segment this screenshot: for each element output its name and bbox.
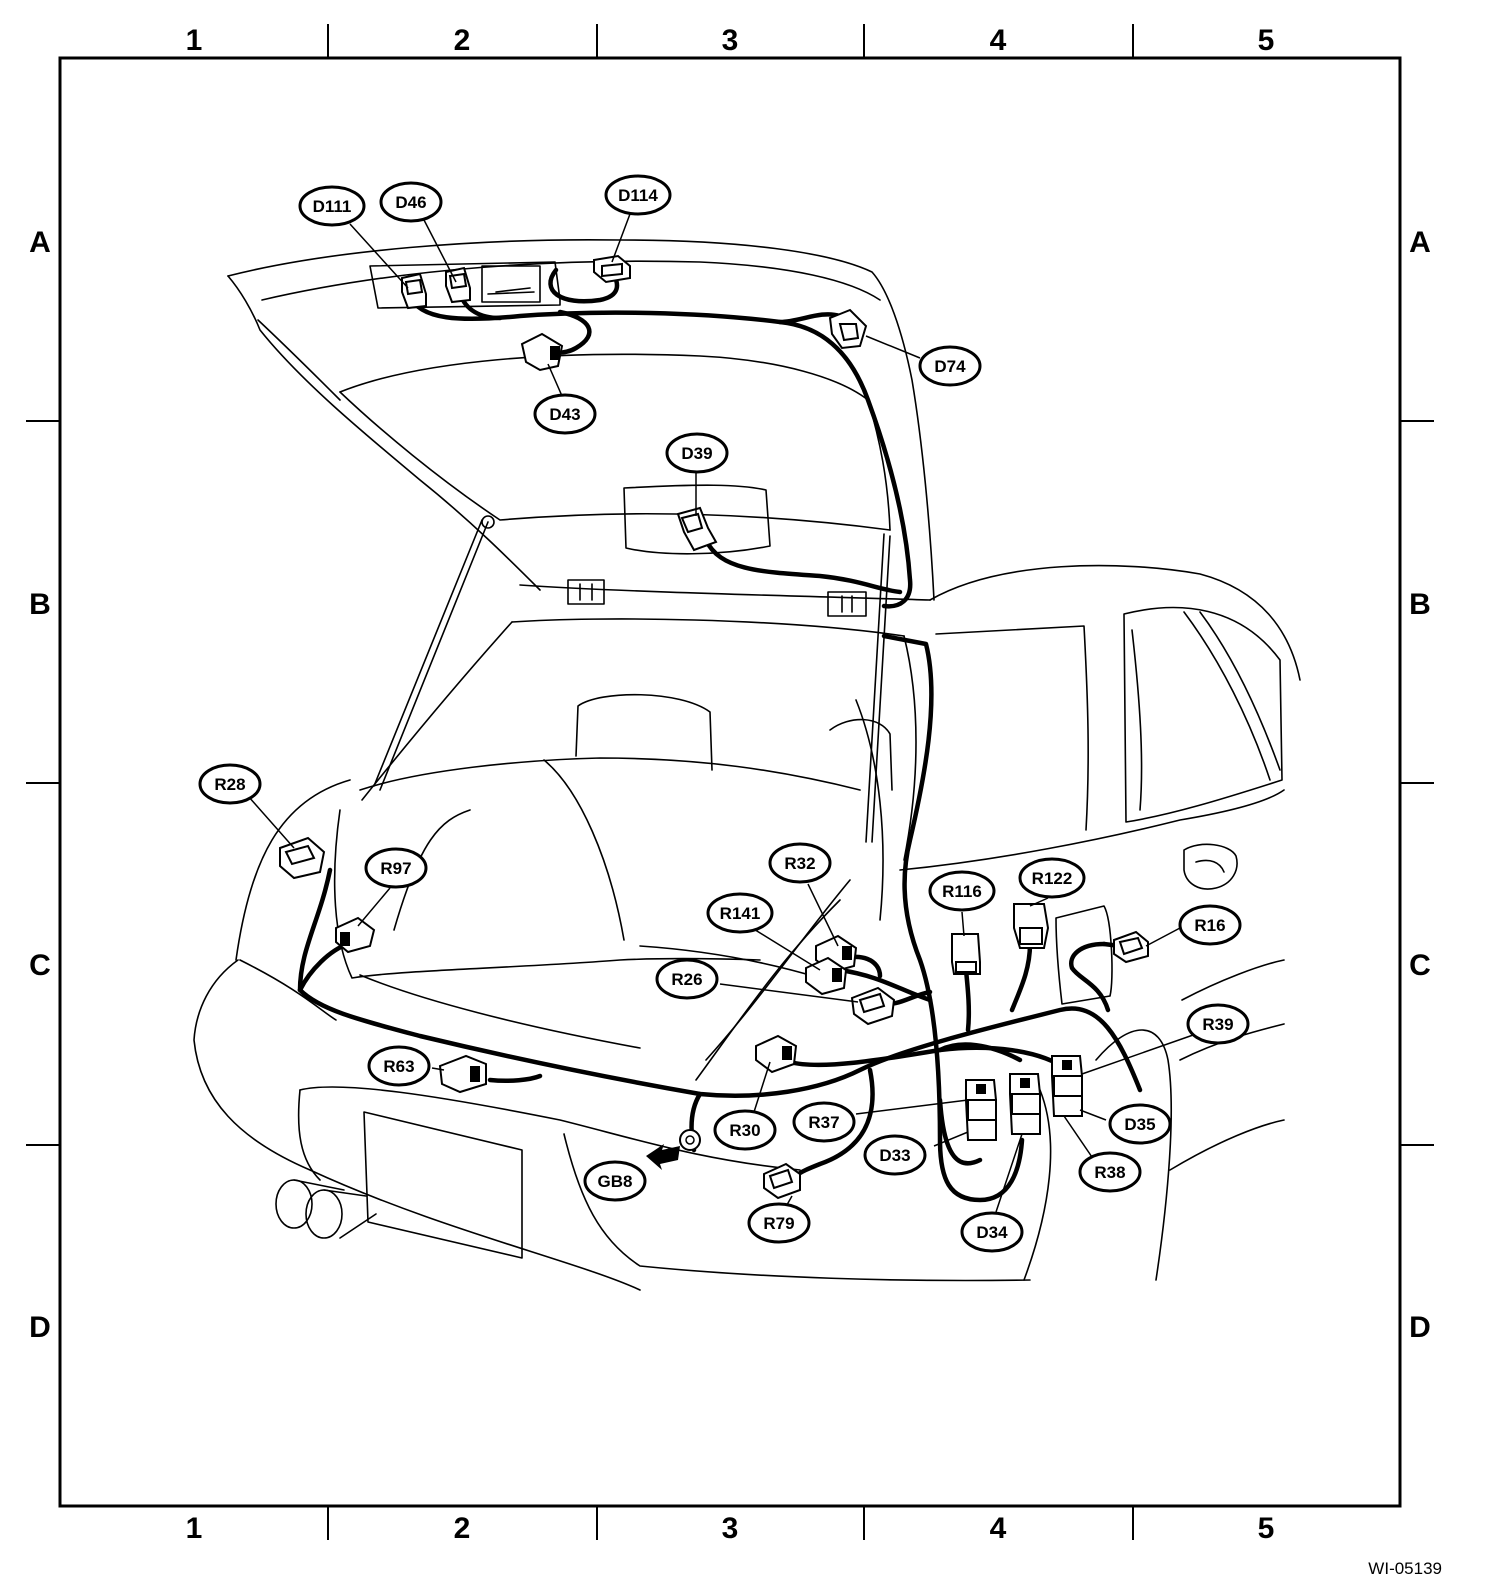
harness xyxy=(297,267,1143,1203)
callout-R16[interactable]: R16 xyxy=(1178,904,1242,946)
col-label: 1 xyxy=(186,1512,203,1545)
callout-R38[interactable]: R38 xyxy=(1078,1151,1142,1193)
row-label: D xyxy=(29,1311,51,1344)
svg-text:GB8: GB8 xyxy=(598,1172,633,1191)
svg-text:D39: D39 xyxy=(681,444,712,463)
callouts: D111 D46 D114 D74 D43 D39 R28 R97 R32 R1… xyxy=(198,174,1250,1253)
callout-D39[interactable]: D39 xyxy=(665,432,729,474)
col-label: 5 xyxy=(1258,1512,1275,1545)
svg-text:D111: D111 xyxy=(313,197,352,216)
col-label: 4 xyxy=(990,1512,1007,1545)
callout-R141[interactable]: R141 xyxy=(706,892,774,934)
row-label: D xyxy=(1409,1311,1431,1344)
col-label: 2 xyxy=(454,1512,471,1545)
callout-D46[interactable]: D46 xyxy=(379,181,443,223)
svg-text:R26: R26 xyxy=(671,970,702,989)
callout-R79[interactable]: R79 xyxy=(747,1202,811,1244)
connector-shapes xyxy=(279,254,1149,1200)
svg-text:D33: D33 xyxy=(879,1146,910,1165)
svg-text:R116: R116 xyxy=(942,882,982,901)
svg-text:R16: R16 xyxy=(1194,916,1225,935)
callout-GB8[interactable]: GB8 xyxy=(583,1160,647,1202)
callout-R37[interactable]: R37 xyxy=(792,1101,856,1143)
callout-D35[interactable]: D35 xyxy=(1108,1103,1172,1145)
row-label: B xyxy=(29,588,51,621)
row-label: A xyxy=(29,226,51,259)
svg-text:R63: R63 xyxy=(383,1057,414,1076)
svg-text:D43: D43 xyxy=(549,405,580,424)
svg-text:R28: R28 xyxy=(214,775,245,794)
svg-text:R97: R97 xyxy=(380,859,411,878)
drawing-id: WI-05139 xyxy=(1368,1559,1442,1578)
ground-arrow-icon xyxy=(646,1144,680,1170)
svg-text:R141: R141 xyxy=(720,904,761,923)
col-label: 1 xyxy=(186,24,203,57)
callout-R26[interactable]: R26 xyxy=(655,958,719,1000)
svg-text:D74: D74 xyxy=(934,357,966,376)
column-labels-top: 1 2 3 4 5 xyxy=(186,24,1275,57)
callout-R28[interactable]: R28 xyxy=(198,763,262,805)
svg-text:R37: R37 xyxy=(808,1113,839,1132)
row-labels-left: A B C D xyxy=(29,226,51,1344)
row-labels-right: A B C D xyxy=(1409,226,1431,1344)
col-label: 5 xyxy=(1258,24,1275,57)
callout-R122[interactable]: R122 xyxy=(1018,857,1086,899)
grid-ticks xyxy=(26,24,1434,1540)
svg-text:D114: D114 xyxy=(618,186,658,205)
row-label: C xyxy=(1409,949,1431,982)
svg-text:R79: R79 xyxy=(763,1214,794,1233)
callout-D33[interactable]: D33 xyxy=(863,1134,927,1176)
callout-D74[interactable]: D74 xyxy=(918,345,982,387)
callout-D43[interactable]: D43 xyxy=(533,393,597,435)
svg-text:R32: R32 xyxy=(784,854,815,873)
callout-R30[interactable]: R30 xyxy=(713,1109,777,1151)
callout-R63[interactable]: R63 xyxy=(367,1045,431,1087)
row-label: B xyxy=(1409,588,1431,621)
leader-lines xyxy=(247,213,1197,1213)
callout-D34[interactable]: D34 xyxy=(960,1211,1024,1253)
ground-terminal xyxy=(679,1129,701,1151)
svg-text:D34: D34 xyxy=(976,1223,1008,1242)
callout-R39[interactable]: R39 xyxy=(1186,1003,1250,1045)
callout-D111[interactable]: D111 xyxy=(298,185,366,227)
col-label: 2 xyxy=(454,24,471,57)
callout-R116[interactable]: R116 xyxy=(928,870,996,912)
car-body xyxy=(193,239,1301,1291)
svg-text:R122: R122 xyxy=(1032,869,1073,888)
col-label: 3 xyxy=(722,24,739,57)
svg-text:R30: R30 xyxy=(729,1121,760,1140)
row-label: A xyxy=(1409,226,1431,259)
col-label: 3 xyxy=(722,1512,739,1545)
svg-text:R39: R39 xyxy=(1202,1015,1233,1034)
row-label: C xyxy=(29,949,51,982)
column-labels-bottom: 1 2 3 4 5 xyxy=(186,1512,1275,1545)
callout-R97[interactable]: R97 xyxy=(364,847,428,889)
svg-text:D46: D46 xyxy=(395,193,426,212)
callout-R32[interactable]: R32 xyxy=(768,842,832,884)
callout-D114[interactable]: D114 xyxy=(604,174,672,216)
svg-text:R38: R38 xyxy=(1094,1163,1125,1182)
svg-text:D35: D35 xyxy=(1124,1115,1155,1134)
col-label: 4 xyxy=(990,24,1007,57)
